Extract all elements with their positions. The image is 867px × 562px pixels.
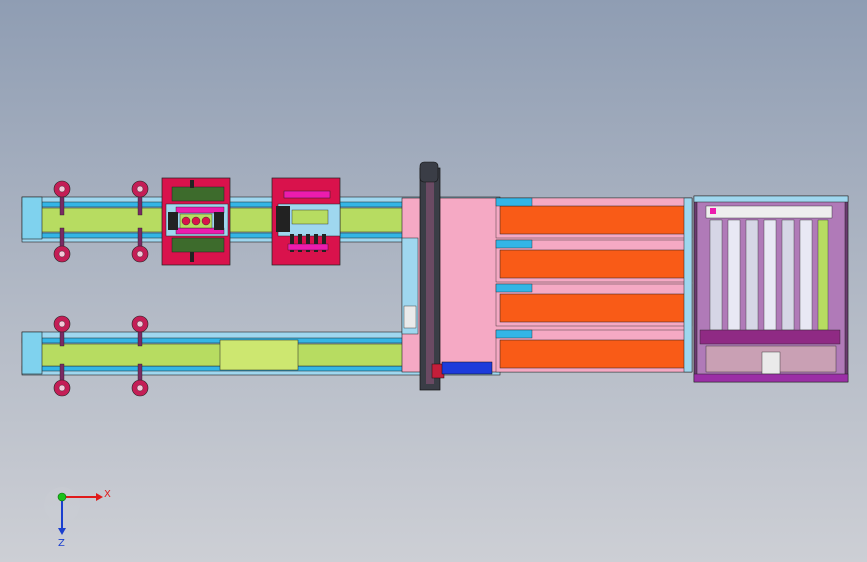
station-2 [271,177,341,266]
blue-block [441,361,493,375]
z-axis-arrow [58,528,66,535]
lane-side-rails [683,197,693,373]
caster-upper-left-top [53,180,71,216]
axis-triad: X Z [44,487,111,549]
orange-lane-2 [495,239,693,283]
y-axis-dot [57,492,67,502]
orange-lane-3 [495,283,693,327]
caster-upper-left-bottom [53,227,71,263]
x-axis-arrow [96,493,103,501]
orange-lane-1 [495,197,693,239]
caster-lower-mid-bottom [131,363,149,397]
gantry-beam [419,161,445,391]
caster-lower-left-top [53,315,71,347]
x-axis-label: X [104,489,111,500]
cabinet-module [693,195,849,383]
station-1 [161,177,231,266]
caster-lower-mid-top [131,315,149,347]
caster-upper-mid-top [131,180,149,216]
caster-upper-mid-bottom [131,227,149,263]
z-axis-label: Z [58,538,65,549]
orange-lane-4 [495,329,693,373]
caster-lower-left-bottom [53,363,71,397]
